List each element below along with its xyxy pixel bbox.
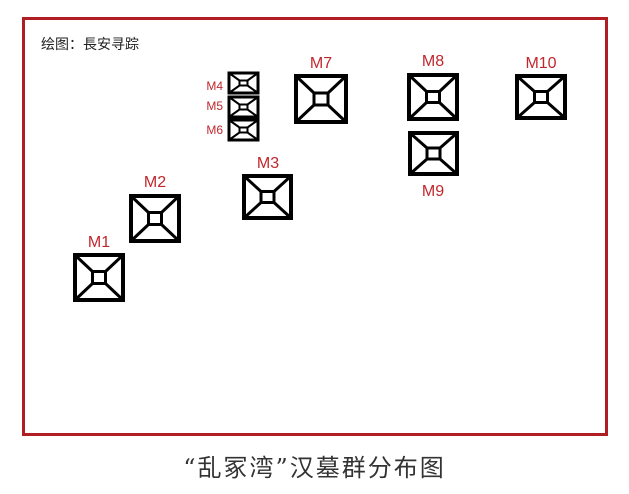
- tomb-slope-line: [294, 103, 316, 124]
- tomb-chamber: [425, 90, 441, 104]
- tomb-slope-line: [73, 253, 94, 273]
- tomb-slope-line: [129, 223, 150, 243]
- tomb-slope-line: [294, 74, 316, 95]
- tomb-label: M3: [257, 155, 279, 172]
- tomb-chamber: [147, 211, 163, 226]
- tomb-slope-line: [242, 174, 263, 193]
- tomb-slope-line: [242, 201, 263, 220]
- tomb-slope-line: [272, 174, 293, 193]
- tomb-slope-line: [160, 194, 181, 214]
- tomb-slope-line: [246, 119, 259, 129]
- tomb-chamber: [238, 79, 249, 87]
- tomb-chamber: [312, 91, 330, 107]
- tomb-slope-line: [228, 96, 241, 106]
- tomb-slope-line: [409, 131, 428, 150]
- tomb-chamber: [259, 190, 276, 204]
- tomb-m7: M7: [294, 55, 348, 124]
- tomb-slope-line: [407, 73, 428, 93]
- tomb-slope-line: [546, 101, 566, 120]
- tomb-slope-line: [73, 282, 94, 302]
- tomb-m6: M6: [206, 118, 260, 142]
- tomb-slope-line: [228, 119, 241, 129]
- tomb-slope-line: [439, 157, 458, 176]
- tomb-m8: M8: [407, 53, 459, 121]
- tomb-slope-line: [407, 101, 428, 121]
- tomb-m9: M9: [408, 131, 459, 200]
- tomb-slope-line: [228, 84, 241, 94]
- tomb-slope-line: [326, 103, 348, 124]
- map-caption: “乱冢湾”汉墓群分布图: [183, 454, 446, 482]
- tomb-m2: M2: [129, 174, 181, 243]
- tomb-slope-line: [438, 101, 459, 121]
- tomb-label: M10: [525, 55, 556, 72]
- tomb-slope-line: [129, 194, 150, 214]
- credit-text: 绘图：長安寻踪: [41, 37, 139, 53]
- tomb-slope-line: [246, 108, 259, 118]
- tomb-m5: M5: [206, 95, 260, 119]
- tomb-slope-line: [104, 253, 125, 273]
- tomb-label: M1: [88, 234, 110, 251]
- tomb-m4: M4: [206, 71, 260, 95]
- tomb-slope-line: [272, 201, 293, 220]
- tomb-label: M8: [422, 53, 444, 70]
- tomb-slope-line: [516, 74, 536, 93]
- tomb-chamber: [425, 146, 442, 161]
- tomb-slope-line: [160, 223, 181, 243]
- tomb-m3: M3: [242, 155, 293, 220]
- tomb-slope-line: [104, 282, 125, 302]
- tomb-slope-line: [246, 131, 259, 141]
- tomb-slope-line: [409, 157, 428, 176]
- tomb-label: M6: [206, 123, 223, 137]
- tomb-slope-line: [246, 84, 259, 94]
- tomb-m1: M1: [73, 234, 125, 302]
- tomb-chamber: [238, 103, 249, 111]
- tomb-slope-line: [228, 108, 241, 118]
- tomb-label: M5: [206, 99, 223, 113]
- tomb-slope-line: [546, 74, 566, 93]
- tomb-chamber: [533, 90, 549, 104]
- tomb-label: M9: [422, 183, 444, 200]
- tomb-slope-line: [439, 131, 458, 150]
- tomb-chamber: [91, 270, 107, 285]
- tomb-slope-line: [438, 73, 459, 93]
- tomb-label: M4: [206, 79, 223, 93]
- tomb-m10: M10: [515, 55, 567, 120]
- tomb-slope-line: [516, 101, 536, 120]
- tomb-chamber: [238, 126, 249, 134]
- tomb-slope-line: [228, 72, 241, 82]
- tomb-slope-line: [246, 96, 259, 106]
- tomb-label: M2: [144, 174, 166, 191]
- tomb-slope-line: [228, 131, 241, 141]
- tomb-slope-line: [326, 74, 348, 95]
- tomb-label: M7: [310, 55, 332, 72]
- tomb-slope-line: [246, 72, 259, 82]
